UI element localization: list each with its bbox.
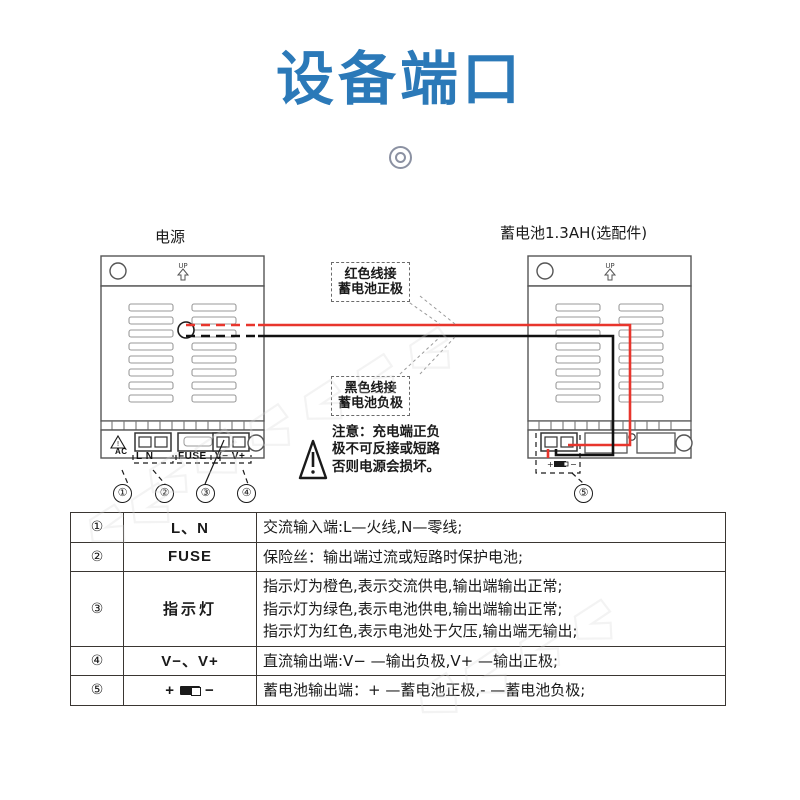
svg-text:UP: UP <box>178 262 187 270</box>
page-title: 设备端口 <box>275 45 524 113</box>
device-battery: UP <box>527 255 693 459</box>
row-description: 指示灯为橙色,表示交流供电,输出端输出正常; 指示灯为绿色,表示电池供电,输出端… <box>256 571 726 647</box>
row-terminal: V−、V+ <box>123 645 257 676</box>
row-description: 保险丝：输出端过流或短路时保护电池; <box>256 541 726 572</box>
callout-red-wire: 红色线接 蓄电池正极 <box>331 262 411 302</box>
row-number: ③ <box>70 571 124 647</box>
row-terminal: L、N <box>123 512 257 543</box>
row-terminal-battery: +− <box>123 675 257 706</box>
diagram-marker-3: ③ <box>196 484 215 503</box>
battery-icon <box>180 686 201 697</box>
callout-black-line1: 黑色线接 <box>344 381 397 396</box>
table-row: ② FUSE 保险丝：输出端过流或短路时保护电池; <box>70 541 726 572</box>
callout-black-line2: 蓄电池负极 <box>338 396 404 412</box>
minus-sign: − <box>205 681 215 699</box>
battery-terminal-leader: + − <box>535 433 585 485</box>
svg-text:−: − <box>570 460 577 469</box>
desc-line: 交流输入端:L—火线,N—零线; <box>263 518 463 536</box>
table-row: ④ V−、V+ 直流输出端:V− —输出负极,V+ —输出正极; <box>70 645 726 676</box>
terminal-leaders <box>121 455 252 485</box>
wire-red <box>186 323 632 447</box>
desc-line: 保险丝：输出端过流或短路时保护电池; <box>263 547 524 566</box>
desc-line: 直流输出端:V− —输出负极,V+ —输出正极; <box>263 651 559 670</box>
row-number: ④ <box>70 645 124 676</box>
wire-black <box>186 334 615 457</box>
desc-line: 蓄电池输出端：+ —蓄电池正极,- —蓄电池负极; <box>263 681 586 699</box>
terminal-label-fuse: FUSE <box>178 451 207 462</box>
callout-red-line1: 红色线接 <box>344 267 397 282</box>
row-description: 蓄电池输出端：+ —蓄电池正极,- —蓄电池负极; <box>256 675 726 706</box>
terminal-label-ln: L N <box>136 451 154 462</box>
diagram-marker-1: ① <box>113 484 132 503</box>
row-terminal: 指示灯 <box>123 571 257 647</box>
port-spec-table: ① L、N 交流输入端:L—火线,N—零线; ② FUSE 保险丝：输出端过流或… <box>70 512 726 706</box>
device-caption-battery: 蓄电池1.3AH(选配件) <box>500 224 648 242</box>
svg-text:+: + <box>547 460 554 469</box>
device-caption-power-supply: 电源 <box>155 228 186 246</box>
callout-red-line2: 蓄电池正极 <box>338 282 404 298</box>
diagram-marker-5: ⑤ <box>574 484 593 503</box>
svg-text:UP: UP <box>605 262 614 270</box>
table-row: ③ 指示灯 指示灯为橙色,表示交流供电,输出端输出正常; 指示灯为绿色,表示电池… <box>70 571 726 647</box>
warning-triangle-icon <box>298 439 328 480</box>
warning-line1: 注意：充电端正负 <box>332 424 440 440</box>
concentric-circle-icon <box>388 146 412 169</box>
row-number: ② <box>70 541 124 572</box>
table-row: ⑤ +− 蓄电池输出端：+ —蓄电池正极,- —蓄电池负极; <box>70 675 726 706</box>
warning-line3: 否则电源会损坏。 <box>332 458 440 475</box>
led-leader <box>204 439 225 485</box>
diagram-marker-4: ④ <box>237 484 256 503</box>
terminal-label-ac: AC <box>115 447 128 456</box>
row-terminal: FUSE <box>123 541 257 572</box>
row-number: ① <box>70 512 124 543</box>
desc-line: 指示灯为绿色,表示电池供电,输出端输出正常; <box>263 599 563 618</box>
terminal-label-vv: V− V+ <box>215 451 246 462</box>
desc-line: 指示灯为橙色,表示交流供电,输出端输出正常; <box>263 577 563 595</box>
title-ornament <box>0 146 800 174</box>
diagram-marker-2: ② <box>155 484 174 503</box>
row-number: ⑤ <box>70 675 124 706</box>
warning-note: 注意：充电端正负 极不可反接或短路 否则电源会损坏。 <box>332 424 482 476</box>
plus-sign: + <box>165 681 175 699</box>
device-power-supply: UP <box>100 255 265 459</box>
warning-line2: 极不可反接或短路 <box>332 441 440 458</box>
callout-black-wire: 黑色线接 蓄电池负极 <box>331 376 411 416</box>
desc-line: 指示灯为红色,表示电池处于欠压,输出端无输出; <box>263 622 578 640</box>
row-description: 交流输入端:L—火线,N—零线; <box>256 512 726 543</box>
svg-text:!: ! <box>117 440 120 448</box>
row-description: 直流输出端:V− —输出负极,V+ —输出正极; <box>256 645 726 676</box>
table-row: ① L、N 交流输入端:L—火线,N—零线; <box>70 512 726 543</box>
